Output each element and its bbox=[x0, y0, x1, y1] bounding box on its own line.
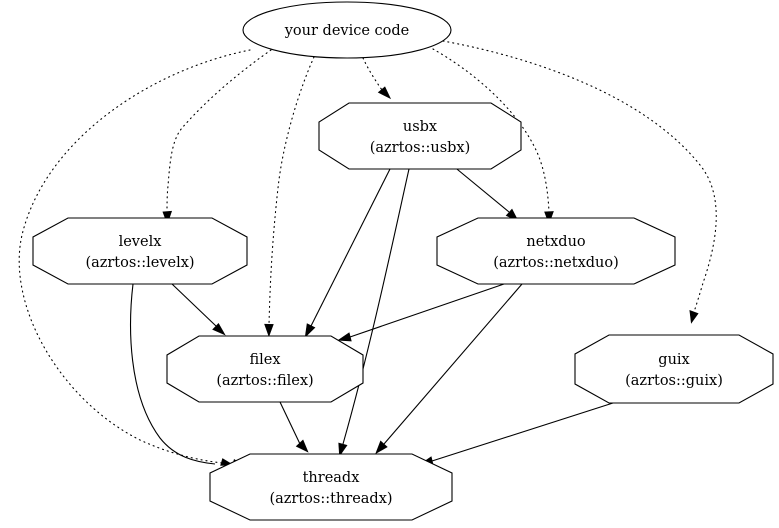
node-label-line1: threadx bbox=[303, 470, 360, 486]
node-label-line2: (azrtos::netxduo) bbox=[493, 255, 619, 271]
arrow-head bbox=[375, 440, 388, 455]
edge-path bbox=[342, 168, 410, 445]
node-label-line2: (azrtos::filex) bbox=[216, 373, 313, 389]
node-label-line2: (azrtos::threadx) bbox=[269, 491, 392, 507]
arrow-head bbox=[337, 332, 352, 342]
node-shape-octagon bbox=[166, 335, 364, 403]
edge-path bbox=[431, 402, 614, 462]
edge-guix-to-threadx bbox=[419, 402, 614, 466]
node-label-line1: usbx bbox=[403, 119, 437, 135]
node-label-line1: netxduo bbox=[526, 234, 585, 250]
node-shape-octagon bbox=[209, 453, 453, 521]
node-shape-octagon bbox=[574, 334, 774, 404]
edge-path bbox=[18, 49, 251, 464]
node-label-line2: (azrtos::guix) bbox=[625, 373, 723, 389]
node-shape-ellipse bbox=[242, 1, 452, 59]
edge-path bbox=[279, 401, 301, 445]
edge-path bbox=[310, 168, 391, 327]
edge-path bbox=[442, 40, 717, 313]
node-shape-octagon bbox=[318, 102, 522, 170]
node-label-line1: your device code bbox=[284, 23, 410, 39]
edge-path bbox=[130, 283, 216, 465]
edge-filex-to-threadx bbox=[279, 401, 309, 453]
node-shape-octagon bbox=[436, 217, 676, 285]
arrow-head bbox=[304, 323, 316, 338]
edge-device-to-filex bbox=[264, 56, 315, 338]
node-levelx[interactable]: levelx (azrtos::levelx) bbox=[32, 217, 248, 285]
arrow-head bbox=[295, 439, 309, 453]
edge-group-dotted bbox=[18, 40, 717, 466]
edge-levelx-to-filex bbox=[171, 283, 226, 336]
node-guix[interactable]: guix (azrtos::guix) bbox=[574, 334, 774, 404]
arrow-head bbox=[264, 323, 274, 338]
edge-netxduo-to-threadx bbox=[375, 283, 523, 455]
node-usbx[interactable]: usbx (azrtos::usbx) bbox=[318, 102, 522, 170]
edge-path bbox=[451, 164, 510, 213]
node-netxduo[interactable]: netxduo (azrtos::netxduo) bbox=[436, 217, 676, 285]
edge-usbx-to-netxduo bbox=[451, 164, 519, 222]
node-label-line2: (azrtos::levelx) bbox=[85, 255, 194, 271]
edge-device-to-levelx bbox=[162, 49, 272, 225]
edge-path bbox=[268, 56, 315, 326]
node-your-device-code[interactable]: your device code bbox=[242, 1, 452, 59]
edge-usbx-to-filex bbox=[304, 168, 391, 338]
edge-path bbox=[171, 283, 217, 327]
edge-usbx-to-threadx bbox=[338, 168, 410, 457]
node-label-line1: guix bbox=[658, 352, 689, 368]
arrow-head bbox=[212, 323, 226, 336]
node-label-line2: (azrtos::usbx) bbox=[370, 140, 471, 156]
edge-group-solid bbox=[130, 164, 614, 467]
edge-netxduo-to-filex bbox=[337, 283, 505, 342]
arrow-head bbox=[377, 86, 392, 100]
node-label-line1: levelx bbox=[119, 234, 162, 250]
edge-device-to-guix bbox=[442, 40, 717, 324]
edge-path bbox=[432, 48, 550, 213]
edge-path bbox=[383, 283, 523, 445]
edge-path bbox=[349, 283, 505, 338]
node-shape-octagon bbox=[32, 217, 248, 285]
node-label-line1: filex bbox=[249, 352, 280, 368]
node-filex[interactable]: filex (azrtos::filex) bbox=[166, 335, 364, 403]
edge-path bbox=[166, 49, 272, 215]
node-threadx[interactable]: threadx (azrtos::threadx) bbox=[209, 453, 453, 521]
arrow-head bbox=[338, 442, 348, 457]
edge-path bbox=[362, 57, 383, 91]
arrow-head bbox=[689, 310, 699, 324]
edge-device-to-usbx bbox=[362, 57, 392, 100]
